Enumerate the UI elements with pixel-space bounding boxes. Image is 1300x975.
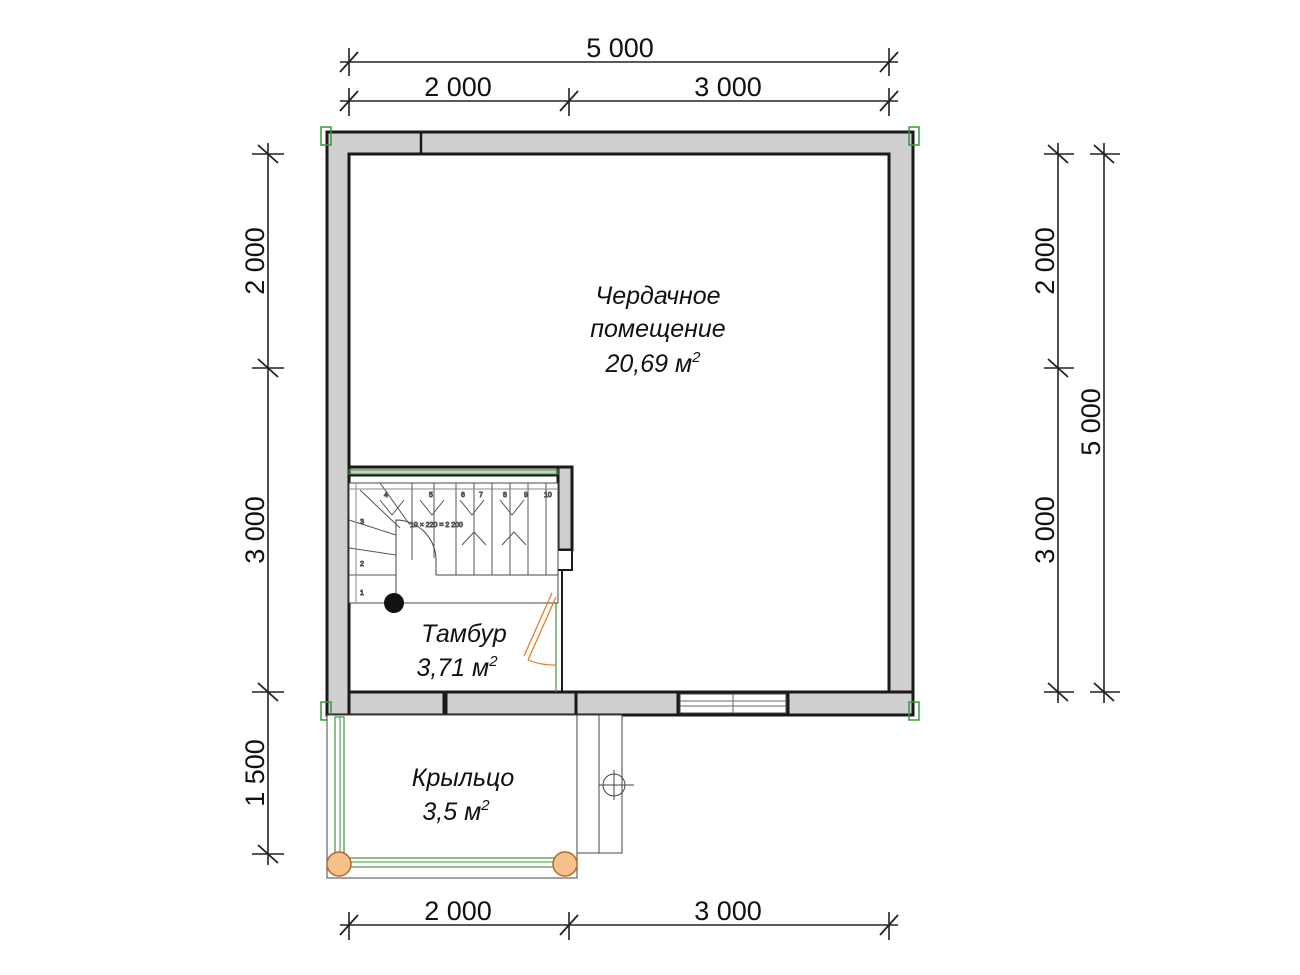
- window: [679, 693, 787, 714]
- porch-area: 3,5 м: [422, 798, 481, 826]
- stair-step-4: 4: [384, 492, 388, 499]
- dim-bottom-left: 2 000: [424, 896, 492, 926]
- stair-step-3: 3: [360, 519, 364, 526]
- dim-left-middle: 3 000: [240, 496, 270, 564]
- svg-text:3,5 м2: 3,5 м2: [422, 797, 490, 826]
- vestibule-name: Тамбур: [421, 620, 507, 648]
- stair-step-6: 6: [461, 492, 465, 499]
- corner-markers: [320, 126, 920, 721]
- vestibule-label: Тамбур 3,71 м2: [416, 620, 506, 682]
- svg-text:3,71 м2: 3,71 м2: [416, 653, 498, 682]
- stair-step-9: 9: [524, 492, 528, 499]
- attic-area-sup: 2: [691, 349, 701, 366]
- porch-area-sup: 2: [480, 797, 490, 814]
- vestibule-door: [523, 592, 557, 666]
- porch-label: Крыльцо 3,5 м2: [412, 764, 515, 826]
- attic-name-line1: Чердачное: [595, 282, 720, 310]
- stair-step-2: 2: [360, 561, 364, 568]
- top-dimension-chain: 5 000 2 000 3 000: [339, 33, 899, 116]
- dim-top-left: 2 000: [424, 72, 492, 102]
- dim-right-total: 5 000: [1076, 388, 1106, 456]
- dim-top-total: 5 000: [586, 33, 654, 63]
- stair-step-5: 5: [429, 492, 433, 499]
- porch-post-left: [326, 851, 352, 877]
- svg-text:20,69 м2: 20,69 м2: [605, 349, 702, 378]
- attic-label: Чердачное помещение 20,69 м2: [590, 282, 725, 378]
- stair-start-marker: [384, 593, 404, 613]
- staircase: 1 2 3 4 5 6 7 8 9 10 10 × 220 = 2 200: [348, 482, 559, 613]
- left-dimension-chain: 2 000 3 000 1 500: [240, 143, 284, 865]
- stair-step-10: 10: [544, 492, 552, 499]
- stair-step-8: 8: [503, 492, 507, 499]
- bottom-dimension-chain: 2 000 3 000: [339, 896, 899, 940]
- dim-right-upper: 2 000: [1030, 227, 1060, 295]
- dim-right-lower: 3 000: [1030, 496, 1060, 564]
- stair-note: 10 × 220 = 2 200: [410, 522, 463, 529]
- dim-left-upper: 2 000: [240, 227, 270, 295]
- vestibule-area: 3,71 м: [416, 654, 489, 682]
- attic-name-line2: помещение: [590, 315, 725, 343]
- porch-post-right: [552, 851, 578, 877]
- vestibule-area-sup: 2: [488, 653, 498, 670]
- outer-walls: [325, 130, 915, 717]
- stair-step-7: 7: [479, 492, 483, 499]
- porch: [326, 714, 634, 879]
- dim-left-lower: 1 500: [240, 739, 270, 807]
- attic-area: 20,69 м: [605, 350, 693, 378]
- right-dimension-chain: 2 000 3 000 5 000: [1030, 143, 1120, 703]
- stair-step-1: 1: [360, 590, 364, 597]
- porch-name: Крыльцо: [412, 764, 515, 792]
- dim-bottom-right: 3 000: [694, 896, 762, 926]
- dim-top-right: 3 000: [694, 72, 762, 102]
